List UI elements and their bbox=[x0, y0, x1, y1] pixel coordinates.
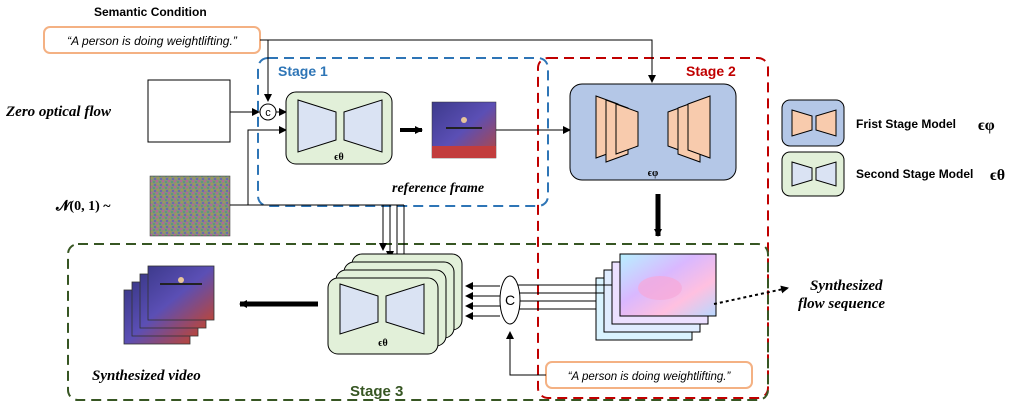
zero-flow-image bbox=[147, 79, 231, 143]
stage3-eps-theta: ϵθ bbox=[378, 338, 387, 349]
lifter-head bbox=[461, 117, 467, 123]
prompt-text-bottom: “A person is doing weightlifting.” bbox=[568, 371, 732, 383]
stage1-eps-theta: ϵθ bbox=[334, 152, 343, 163]
legend-second-box bbox=[781, 151, 845, 197]
stage1-decoder-shape bbox=[343, 99, 383, 153]
stage1-box bbox=[257, 57, 549, 207]
legend-second-left bbox=[791, 161, 813, 187]
zero-optical-flow-label: Zero optical flow bbox=[5, 104, 112, 120]
video-frame-1 bbox=[147, 265, 215, 321]
stage3-label: Stage 3 bbox=[350, 383, 403, 400]
noise-image bbox=[149, 175, 231, 237]
legend-second-right bbox=[815, 161, 837, 187]
synthesized-flow-label-2: flow sequence bbox=[798, 296, 885, 312]
legend-second-label: Second Stage Model bbox=[856, 167, 973, 181]
concat-large bbox=[499, 275, 521, 325]
stage3-decoder-shape bbox=[385, 283, 425, 335]
noise-label: 𝓝(0, 1) ~ bbox=[55, 199, 111, 214]
flow-blob bbox=[638, 276, 682, 300]
flow-label-arrow bbox=[713, 285, 789, 305]
reference-frame-label: reference frame bbox=[392, 181, 484, 196]
reference-frame-floor bbox=[432, 146, 496, 158]
stage2-model-box bbox=[569, 83, 737, 181]
stage2-label: Stage 2 bbox=[686, 63, 736, 79]
concat-small-label: c bbox=[265, 107, 271, 119]
prompt-to-concat-line bbox=[506, 331, 546, 376]
stage2-layer-3 bbox=[615, 103, 639, 155]
stage1-label: Stage 1 bbox=[278, 63, 328, 79]
semantic-condition-title: Semantic Condition bbox=[94, 5, 207, 19]
stage2-eps-phi: ϵφ bbox=[648, 168, 658, 179]
stage2-layer-6 bbox=[687, 95, 711, 159]
legend-first-left bbox=[791, 109, 813, 137]
legend-second-symbol: ϵθ bbox=[990, 167, 1005, 184]
prompt-line-to-stage1 bbox=[260, 39, 272, 102]
stage3-encoder-shape bbox=[339, 283, 379, 335]
video-lifter-head bbox=[178, 277, 184, 283]
prompt-line-to-stage2 bbox=[268, 39, 656, 83]
legend-first-label: Frist Stage Model bbox=[856, 117, 956, 131]
stage3-box bbox=[67, 243, 769, 401]
concat-large-label: C bbox=[505, 292, 515, 308]
stage2-box bbox=[537, 57, 769, 399]
synthesized-flow-label-1: Synthesized bbox=[810, 278, 883, 294]
prompt-text-top: “A person is doing weightlifting.” bbox=[67, 34, 238, 48]
legend-first-symbol: ϵφ bbox=[978, 117, 995, 134]
stage1-encoder-shape bbox=[297, 99, 337, 153]
synthesized-video-label: Synthesized video bbox=[92, 368, 201, 384]
legend-first-right bbox=[815, 109, 837, 137]
